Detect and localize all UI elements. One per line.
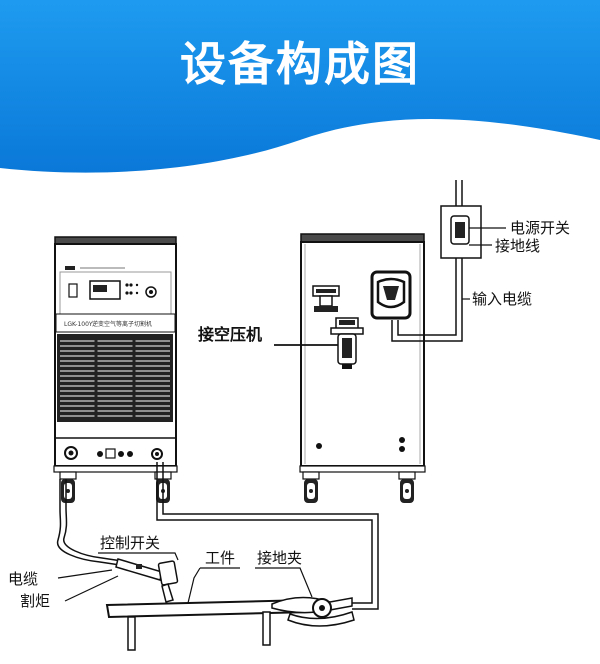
rear-wheel-left xyxy=(302,471,320,503)
header-wave xyxy=(0,0,600,173)
model-desc: 逆变空气等离子切割机 xyxy=(92,320,152,328)
air-filter-regulator xyxy=(330,317,364,369)
rear-breaker xyxy=(312,285,340,312)
power-switch-box xyxy=(440,205,482,259)
page-title: 设备构成图 xyxy=(180,37,420,91)
cutting-torch xyxy=(115,558,179,603)
brand-logo xyxy=(65,266,75,270)
label-ground-wire: 接地线 xyxy=(495,237,540,255)
wheel-left xyxy=(59,471,77,503)
label-workpiece: 工件 xyxy=(205,549,235,567)
control-socket xyxy=(105,448,116,459)
ground-clamp xyxy=(271,596,355,627)
header-banner: 设备构成图 xyxy=(0,0,600,185)
power-toggle xyxy=(68,283,78,298)
vent-grille xyxy=(57,334,173,422)
rear-unit xyxy=(299,233,426,503)
ground-cable xyxy=(156,462,379,610)
front-unit: LGK-100Y 逆变空气等离子切割机 xyxy=(53,236,178,503)
label-cable: 电缆 xyxy=(8,570,38,588)
torch-cable xyxy=(57,479,123,566)
label-power-switch: 电源开关 xyxy=(510,219,570,237)
label-control-switch: 控制开关 xyxy=(100,534,160,552)
label-input-cable: 输入电缆 xyxy=(472,290,532,308)
label-air-compressor: 接空压机 xyxy=(198,325,262,344)
model-label: LGK-100Y xyxy=(64,321,93,328)
label-ground-clamp: 接地夹 xyxy=(257,549,302,567)
rear-wheel-right xyxy=(398,471,416,503)
cooling-fan xyxy=(370,270,412,320)
label-torch: 割炬 xyxy=(20,592,50,610)
